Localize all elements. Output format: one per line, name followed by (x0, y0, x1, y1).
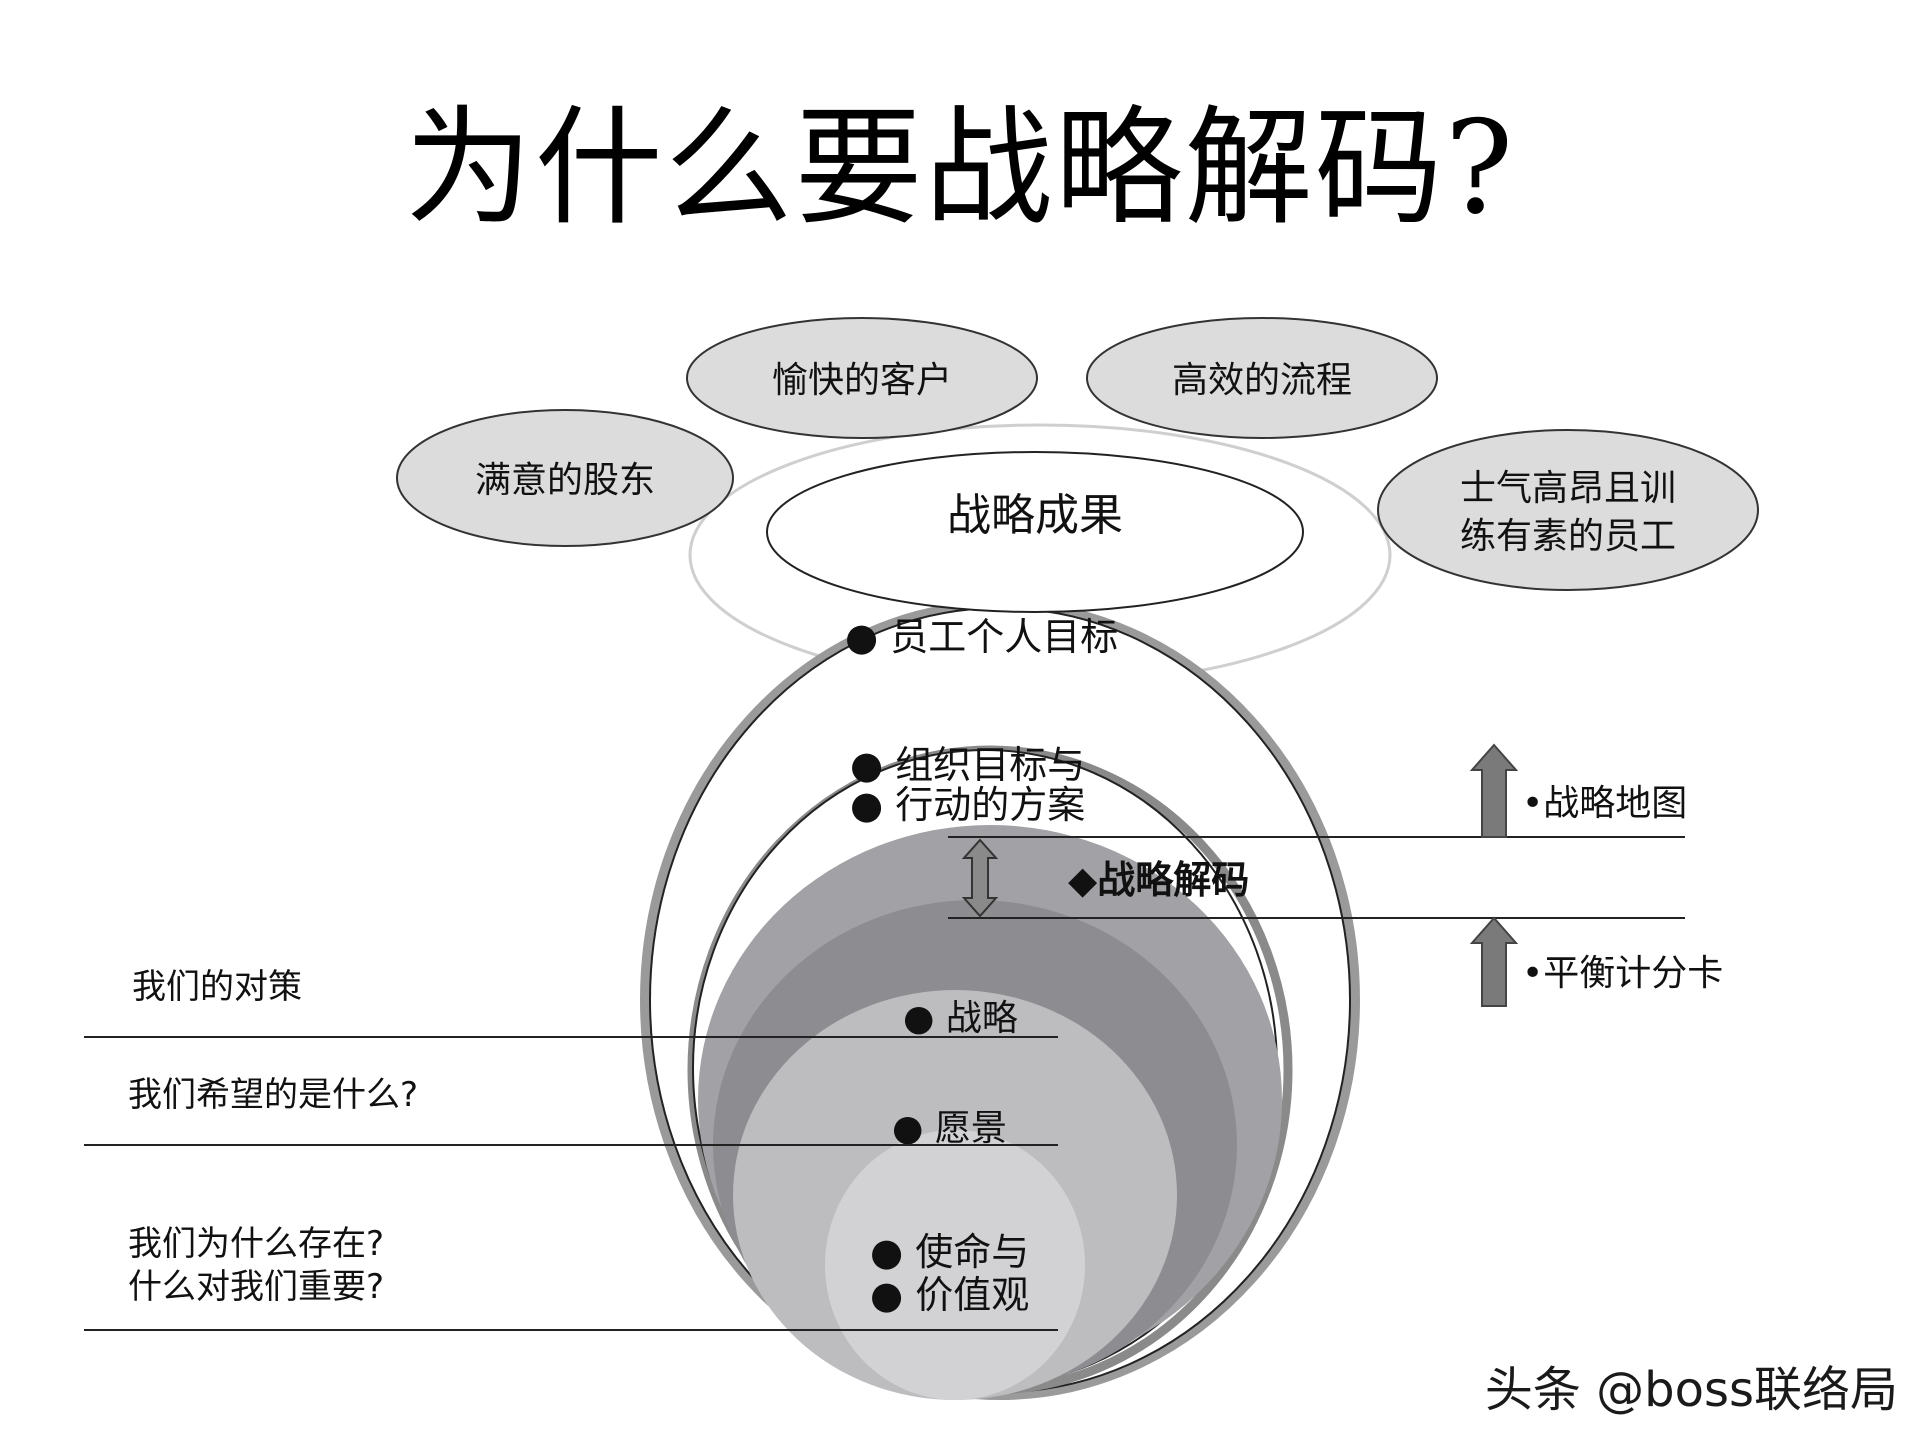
up-arrow-icon (1469, 743, 1519, 838)
question-what-we-want: 我们希望的是什么? (128, 1075, 418, 1115)
outcome-label: 高效的流程 (1172, 360, 1352, 401)
outcome-oval-employees: 士气高昂且训 练有素的员工 (1377, 429, 1759, 591)
mission-label: ● 使命与 (870, 1230, 1029, 1274)
outcome-oval-customers: 愉快的客户 (686, 317, 1038, 439)
question-countermeasure: 我们的对策 (132, 967, 302, 1007)
outcome-label: 练有素的员工 (1460, 516, 1676, 557)
mission-core (825, 1130, 1085, 1400)
outcome-label: 满意的股东 (475, 460, 655, 501)
action-plan-label: ● 行动的方案 (850, 783, 1085, 827)
strategy-label: ● 战略 (903, 998, 1018, 1039)
org-goals-label: ● 组织目标与 (850, 743, 1085, 787)
personal-goals-label: ● 员工个人目标 (845, 615, 1118, 659)
outcome-label: 士气高昂且训 (1460, 468, 1676, 509)
slide-title: 为什么要战略解码? (404, 94, 1516, 243)
question-what-matters: 什么对我们重要? (128, 1267, 384, 1307)
strategy-decoding-label: ◆战略解码 (1068, 858, 1249, 902)
balanced-scorecard-label: •平衡计分卡 (1522, 953, 1723, 994)
question-why-exist: 我们为什么存在? (128, 1224, 384, 1264)
double-arrow-icon (961, 838, 999, 918)
outcome-oval-processes: 高效的流程 (1086, 317, 1438, 439)
watermark: 头条 @boss联络局 (1484, 1362, 1898, 1418)
strategy-map-label: •战略地图 (1522, 783, 1687, 824)
up-arrow-icon (1469, 916, 1519, 1007)
vision-label: ● 愿景 (892, 1108, 1007, 1149)
outcome-oval-shareholders: 满意的股东 (396, 409, 734, 547)
strategic-outcome-label: 战略成果 (947, 490, 1123, 541)
values-label: ● 价值观 (870, 1273, 1029, 1317)
outcome-label: 愉快的客户 (772, 360, 952, 401)
strategic-outcome-ellipse (766, 451, 1304, 613)
